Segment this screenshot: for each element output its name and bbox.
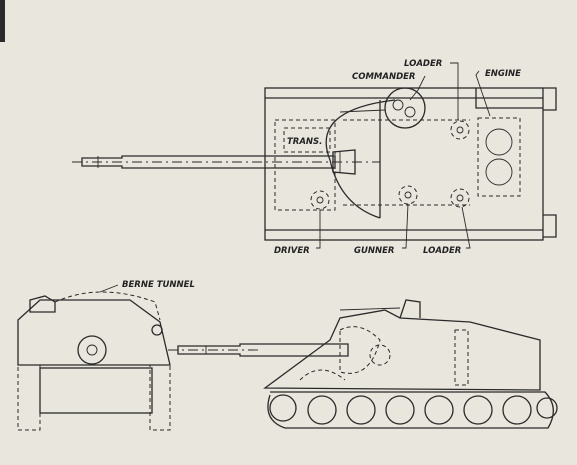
engine-compartment <box>477 117 521 197</box>
gunner-position <box>398 185 418 205</box>
label-commander: COMMANDER <box>352 72 415 82</box>
front-hull-lower <box>39 367 153 414</box>
turret-outline <box>325 99 396 219</box>
front-gun-mantlet <box>77 335 107 365</box>
plan-view <box>72 62 557 249</box>
rear-deck <box>475 88 543 109</box>
label-driver: DRIVER <box>274 246 310 256</box>
label-trans: TRANS. <box>287 137 322 147</box>
label-berne-tunnel: BERNE TUNNEL <box>122 280 195 290</box>
rear-fender-top <box>543 87 557 111</box>
hull-outline <box>264 87 544 241</box>
commander-position <box>339 87 426 129</box>
label-engine: ENGINE <box>485 69 521 79</box>
corner-mark <box>0 0 5 42</box>
label-gunner: GUNNER <box>354 246 394 256</box>
label-loader-bottom: LOADER <box>423 246 461 256</box>
commander-cupola-front <box>29 295 56 313</box>
side-view <box>168 299 558 429</box>
berne-tunnel-outline <box>54 291 161 321</box>
side-hull <box>263 309 541 391</box>
trans-label-box <box>283 127 331 153</box>
label-loader-top: LOADER <box>404 59 442 69</box>
gun-mantlet <box>332 149 356 175</box>
front-view <box>17 284 171 431</box>
rear-fender-bottom <box>543 214 557 238</box>
gun-barrel-side <box>177 343 349 357</box>
loader-position-bottom <box>450 188 470 208</box>
transmission-compartment <box>274 119 336 211</box>
front-hull-upper <box>17 299 171 366</box>
loader-position-top <box>450 120 470 140</box>
commander-cupola-side <box>399 299 421 319</box>
driver-position <box>310 190 330 210</box>
road-wheels <box>269 394 558 425</box>
